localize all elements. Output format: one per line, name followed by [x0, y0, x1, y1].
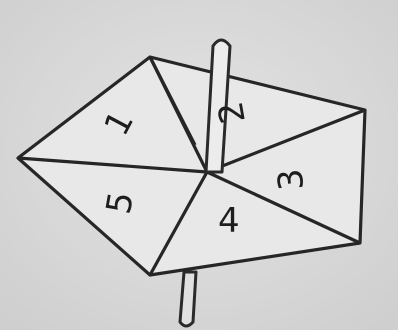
- section-label-4: 4: [218, 201, 240, 241]
- pencil: [180, 272, 196, 326]
- pencil-bottom: [180, 272, 196, 326]
- section-label-3: 3: [271, 167, 313, 192]
